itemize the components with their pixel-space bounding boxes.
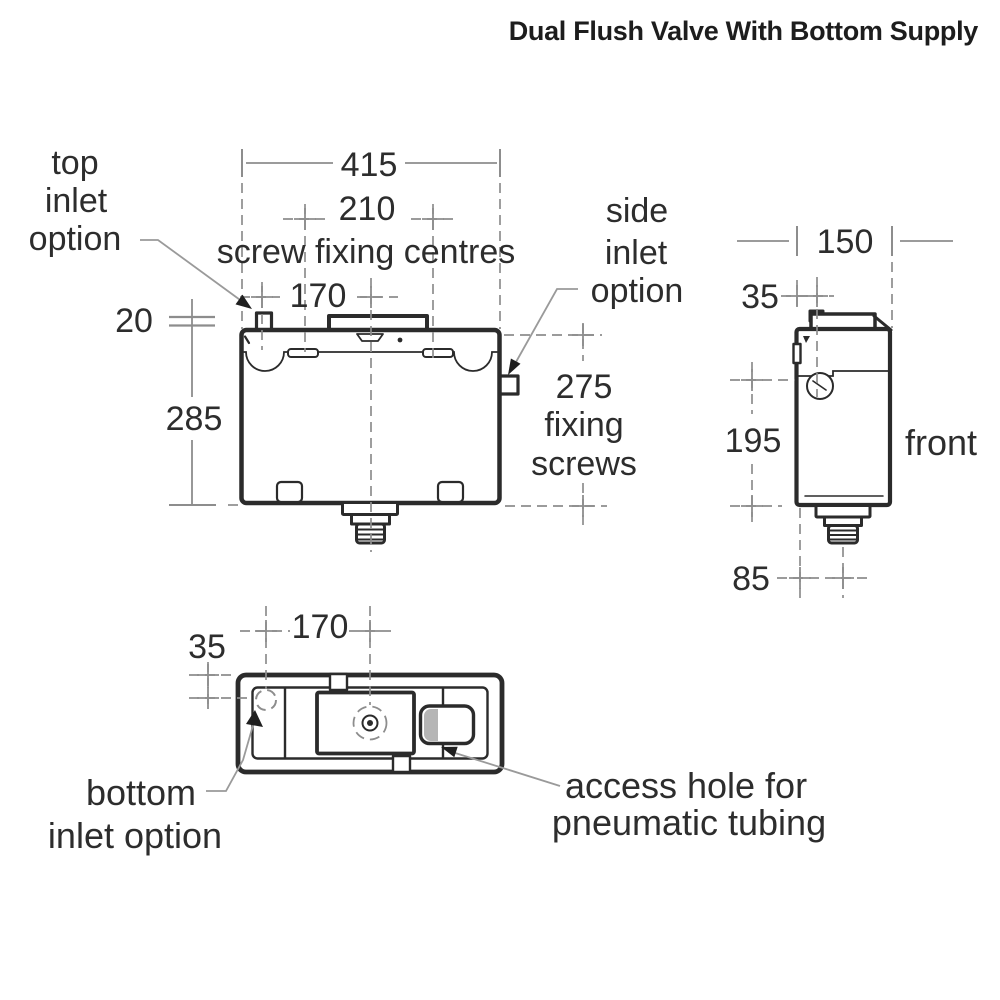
- label-fixing-screws-line2: screws: [531, 445, 637, 483]
- plan-view: [235, 672, 505, 775]
- dim-side-inlet-offset: 35: [741, 278, 779, 316]
- dim-inlet-height: 195: [725, 422, 782, 460]
- plan-access-hole: [418, 704, 476, 746]
- arrowhead-top-inlet: [235, 294, 252, 309]
- plan-outlet-centre: [352, 705, 388, 741]
- dim-body-height: 285: [166, 400, 223, 438]
- label-top-inlet-line1: top: [51, 144, 98, 182]
- front-screw-dot: [397, 337, 403, 343]
- label-access-hole-line2: pneumatic tubing: [552, 802, 826, 843]
- arrowhead-bottom-inlet: [246, 710, 263, 727]
- plan-clip-top: [328, 672, 349, 692]
- front-top-notch: [356, 333, 384, 342]
- front-tab-right: [422, 348, 454, 358]
- plan-access-panel: [315, 690, 416, 756]
- side-body: [794, 326, 893, 508]
- leader-lines: [140, 239, 578, 792]
- dim-fixing-screw-spacing: 275: [556, 368, 613, 406]
- leader-access-hole: [451, 751, 561, 787]
- drawing-title: Dual Flush Valve With Bottom Supply: [509, 16, 979, 46]
- side-inlet-mark: [803, 336, 810, 343]
- side-view: [792, 309, 893, 545]
- side-outlet: [814, 504, 872, 545]
- label-side-inlet-line2: inlet: [605, 234, 668, 272]
- front-clip-left: [275, 480, 304, 504]
- arrowhead-side-inlet: [508, 358, 521, 375]
- cross-ticks: [197, 208, 854, 709]
- arrowhead-access-hole: [441, 746, 458, 758]
- dim-lower-screw-centres: 170: [290, 277, 347, 315]
- dim-top-inlet-offset: 20: [115, 302, 153, 340]
- label-side-inlet-line1: side: [606, 192, 668, 230]
- plan-bottom-inlet: [255, 689, 277, 711]
- label-top-inlet-line3: option: [29, 220, 122, 258]
- label-front-view: front: [905, 422, 977, 463]
- front-view: [239, 311, 520, 545]
- text-labels: Dual Flush Valve With Bottom Supply top …: [29, 16, 979, 856]
- leader-bottom-inlet: [206, 721, 255, 792]
- dim-plan-inlet-offset: 35: [188, 628, 226, 666]
- front-outlet: [341, 501, 399, 545]
- side-inlet-edge: [792, 342, 802, 365]
- label-bottom-inlet-line2: inlet option: [48, 815, 222, 856]
- dim-depth: 150: [817, 223, 874, 261]
- label-access-hole-line1: access hole for: [565, 765, 807, 806]
- dim-plan-inlet-centres: 170: [292, 608, 349, 646]
- dim-upper-screw-centres: 210: [339, 190, 396, 228]
- leader-top-inlet: [140, 239, 248, 306]
- front-clip-right: [436, 480, 465, 504]
- dimension-annotations: [169, 149, 953, 709]
- front-tab-left: [287, 348, 319, 358]
- label-side-inlet-line3: option: [591, 272, 684, 310]
- front-tick-mark: [243, 335, 251, 345]
- label-bottom-inlet-line1: bottom: [86, 772, 196, 813]
- dim-outlet-offset: 85: [732, 560, 770, 598]
- label-fixing-screws-line1: fixing: [544, 406, 623, 444]
- plan-clip-bottom: [391, 754, 412, 774]
- dim-overall-width: 415: [341, 146, 398, 184]
- label-screw-fixing-centres: screw fixing centres: [217, 233, 516, 271]
- side-boss-slot: [812, 380, 827, 391]
- leader-side-inlet: [515, 288, 578, 363]
- label-top-inlet-line2: inlet: [45, 182, 108, 220]
- plan-access-hole-shade: [424, 709, 438, 741]
- front-internal-ledge: [243, 351, 498, 372]
